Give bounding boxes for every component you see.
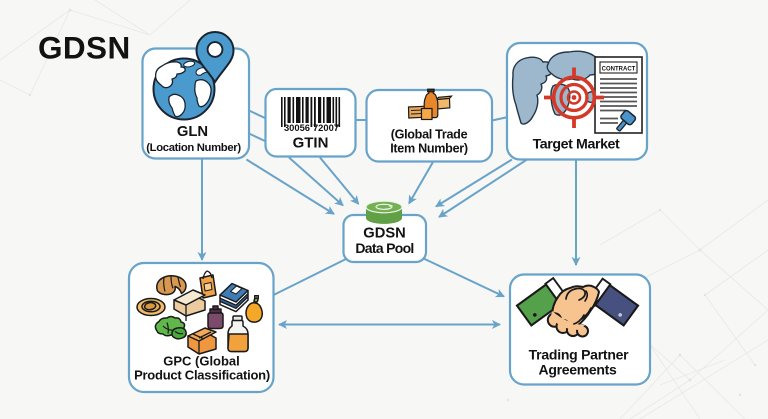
svg-text:(Global Trade: (Global Trade — [391, 128, 468, 142]
svg-text:(Location Number): (Location Number) — [146, 142, 241, 154]
svg-text:Agreements: Agreements — [539, 362, 617, 378]
svg-text:Item Number): Item Number) — [390, 142, 468, 156]
svg-text:Trading Partner: Trading Partner — [529, 347, 630, 363]
svg-text:CONTRACT: CONTRACT — [602, 67, 636, 73]
svg-text:Product Classification): Product Classification) — [134, 368, 270, 383]
svg-text:72007: 72007 — [313, 122, 339, 133]
svg-text:30056: 30056 — [284, 122, 310, 133]
svg-text:GLN: GLN — [177, 124, 208, 140]
svg-text:GPC (Global: GPC (Global — [163, 354, 240, 369]
svg-text:Target Market: Target Market — [533, 137, 620, 153]
svg-text:GTIN: GTIN — [293, 135, 329, 152]
svg-text:GDSN: GDSN — [363, 226, 405, 242]
svg-text:GDSN: GDSN — [38, 30, 131, 66]
svg-text:Data Pool: Data Pool — [355, 240, 413, 256]
